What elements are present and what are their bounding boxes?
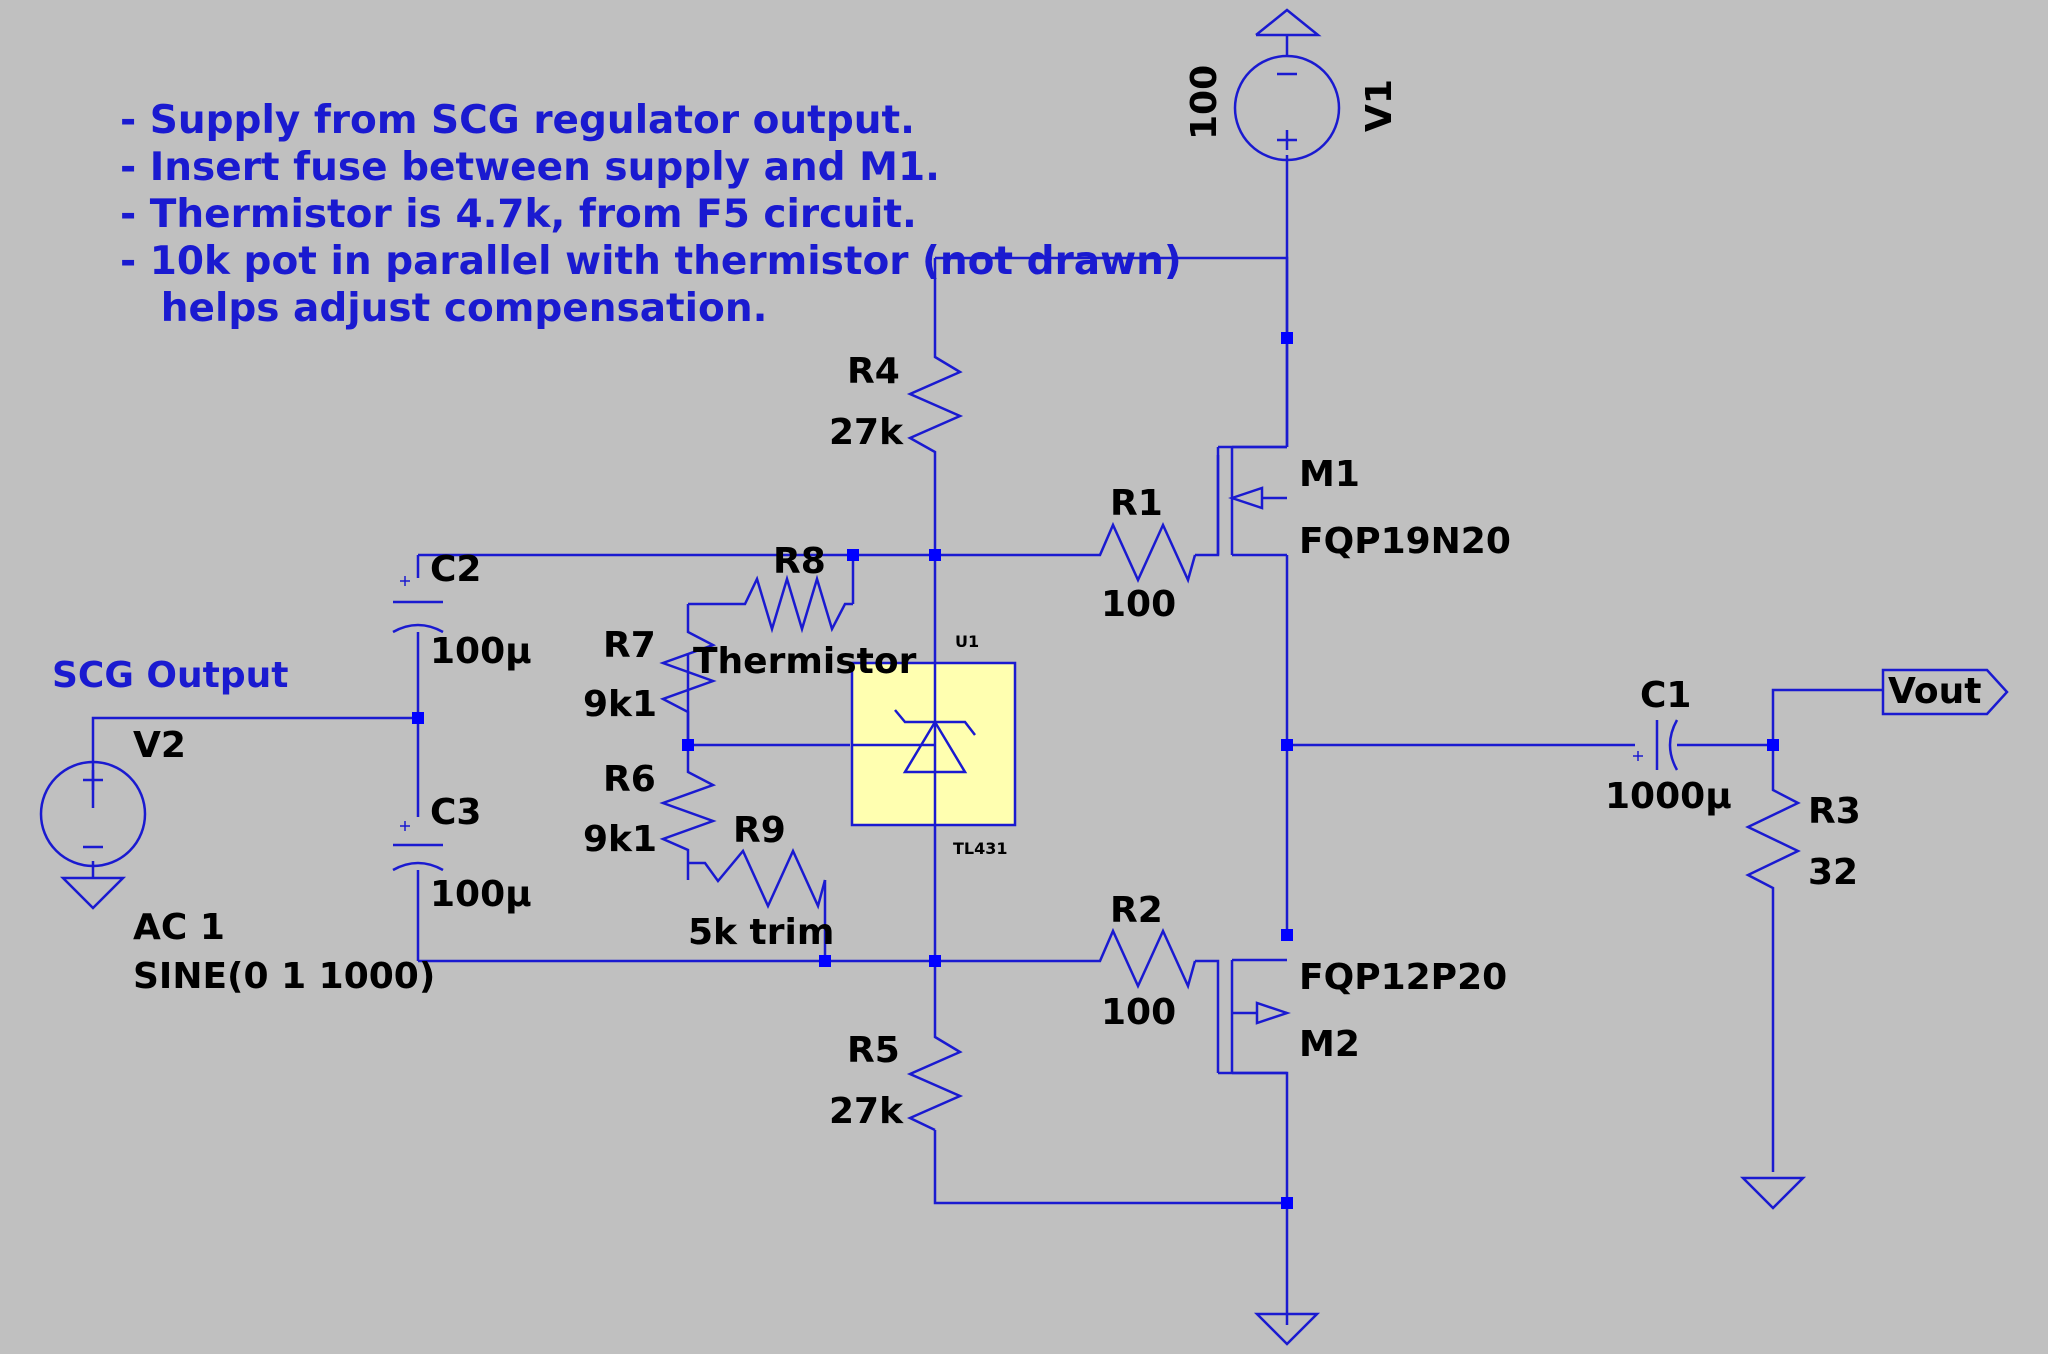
r6-resistor-symbol <box>659 760 717 863</box>
m2-pmos-symbol <box>1216 958 1291 1075</box>
m1-nmos-symbol <box>1216 445 1287 557</box>
r3-resistor-symbol <box>1745 775 1801 895</box>
r4-name-label: R4 <box>847 351 900 392</box>
c3-capacitor-symbol <box>392 821 444 872</box>
vout-port-symbol <box>1881 668 2009 716</box>
c1-name-label: C1 <box>1640 675 1692 716</box>
r1-value-label: 100 <box>1101 584 1177 625</box>
c3-name-label: C3 <box>430 792 482 833</box>
vout-net-label: Vout <box>1888 671 1982 712</box>
r7-value-label: 9k1 <box>583 684 658 725</box>
r1-resistor-symbol <box>1083 521 1197 584</box>
r5-name-label: R5 <box>847 1030 900 1071</box>
note-line-5: helps adjust compensation. <box>120 286 768 331</box>
r2-resistor-symbol <box>1083 927 1197 990</box>
v2-name-label: V2 <box>133 725 186 766</box>
u1-tl431-symbol <box>850 661 1017 827</box>
v1-value-label: 100 <box>1184 64 1225 140</box>
r5-value-label: 27k <box>829 1091 904 1132</box>
m1-value-label: FQP19N20 <box>1299 521 1511 562</box>
note-line-1: - Supply from SCG regulator output. <box>120 98 915 143</box>
m1-name-label: M1 <box>1299 454 1360 495</box>
v1-voltage-source-symbol <box>1233 54 1341 162</box>
r7-name-label: R7 <box>603 625 656 666</box>
junctions <box>412 332 1779 1209</box>
r6-value-label: 9k1 <box>583 819 658 860</box>
c2-name-label: C2 <box>430 549 482 590</box>
v2-value-label: AC 1 <box>133 907 225 948</box>
r4-resistor-symbol <box>906 340 964 455</box>
supply-arrow-icon <box>1255 8 1322 56</box>
m2-name-label: M2 <box>1299 1024 1360 1065</box>
c1-capacitor-symbol <box>1633 719 1679 771</box>
u1-name-label: U1 <box>955 632 980 651</box>
r8-value-label: Thermistor <box>693 641 917 682</box>
v2-voltage-source-symbol <box>39 760 147 868</box>
r9-resistor-symbol <box>688 847 827 910</box>
r2-name-label: R2 <box>1110 890 1163 931</box>
r4-value-label: 27k <box>829 412 904 453</box>
scg-output-net-label: SCG Output <box>52 655 289 696</box>
note-line-3: - Thermistor is 4.7k, from F5 circuit. <box>120 192 917 237</box>
note-line-4: - 10k pot in parallel with thermistor (n… <box>120 239 1182 284</box>
c2-value-label: 100μ <box>430 631 532 672</box>
ground-icon <box>1253 1312 1321 1346</box>
r8-resistor-symbol <box>720 574 853 634</box>
r9-name-label: R9 <box>733 810 786 851</box>
note-line-2: - Insert fuse between supply and M1. <box>120 145 940 190</box>
c2-capacitor-symbol <box>392 576 444 634</box>
m2-value-label: FQP12P20 <box>1299 957 1508 998</box>
r6-name-label: R6 <box>603 759 656 800</box>
r9-value-label: 5k trim <box>688 912 835 953</box>
ground-icon <box>59 876 127 910</box>
r1-name-label: R1 <box>1110 483 1163 524</box>
v1-name-label: V1 <box>1359 79 1400 132</box>
r3-name-label: R3 <box>1808 791 1861 832</box>
ground-icon <box>1739 1176 1807 1210</box>
v2-value2-label: SINE(0 1 1000) <box>133 956 436 997</box>
r8-name-label: R8 <box>773 541 826 582</box>
r5-resistor-symbol <box>906 1020 964 1132</box>
r7-resistor-symbol <box>659 618 717 745</box>
r2-value-label: 100 <box>1101 992 1177 1033</box>
r3-value-label: 32 <box>1808 852 1859 893</box>
c3-value-label: 100μ <box>430 874 532 915</box>
c1-value-label: 1000μ <box>1605 776 1732 817</box>
u1-value-label: TL431 <box>953 839 1008 858</box>
